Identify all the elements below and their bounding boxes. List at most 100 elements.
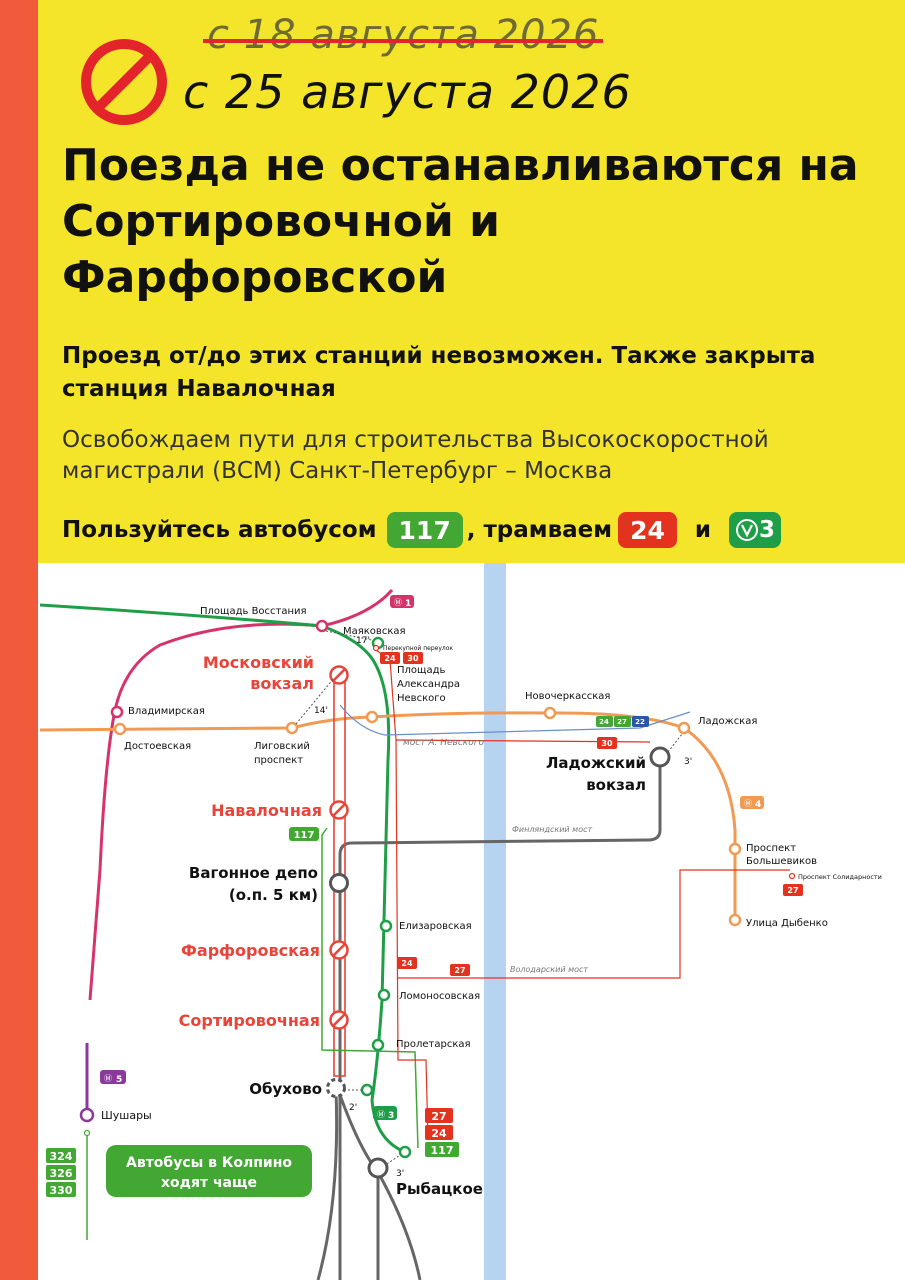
notice-header	[38, 0, 905, 563]
label-ligovsky-1: Лиговский	[254, 741, 310, 752]
route-117-number: 117	[294, 830, 315, 841]
metro-line-4-number: 4	[755, 800, 761, 810]
label-ploshchad-vosstaniya: Площадь Восстания	[200, 606, 307, 617]
station-vladimirskaya	[110, 705, 124, 719]
metro-number: 3	[758, 517, 775, 543]
old-date-text: с 18 августа 2026	[207, 12, 600, 58]
route-badge-326: 326	[46, 1165, 76, 1180]
station-dostoevskaya	[113, 722, 127, 736]
station-ladozhskaya	[677, 721, 691, 735]
walk-time-2: 2'	[349, 1103, 357, 1113]
headline: Поезда не останавливаются на Сортировочн…	[62, 140, 859, 303]
closed-station-moskovsky	[329, 665, 349, 685]
label-bridge-volodarsky: Володарский мост	[510, 965, 588, 974]
label-vladimirskaya: Владимирская	[128, 706, 205, 717]
metro-line-1-number: 1	[405, 599, 411, 609]
label-rybatskoe: Рыбацкое	[396, 1180, 483, 1198]
label-nevskogo-3: Невского	[397, 693, 446, 704]
station-ligovsky	[285, 721, 299, 735]
transport-prefix: Пользуйтесь автобусом	[62, 517, 377, 543]
label-farforovskaya: Фарфоровская	[181, 941, 320, 960]
metro-badge-line-4: Ⓜ 4	[740, 796, 764, 810]
label-elizarovskaya: Елизаровская	[399, 921, 472, 932]
station-novocherkasskaya	[543, 706, 557, 720]
metro-line-1	[88, 589, 394, 1001]
route-27-number: 27	[454, 966, 465, 975]
label-nevskogo-2: Александра	[397, 679, 460, 690]
station-obukhovo-rail	[326, 1078, 346, 1098]
station-mayakovskaya	[315, 619, 329, 633]
label-ligovsky-2: проспект	[254, 755, 303, 766]
route-badge-330: 330	[46, 1182, 76, 1197]
station-shushary	[79, 1107, 95, 1123]
station-ladozhsky-rail	[649, 746, 671, 768]
railway-left-branch	[316, 1089, 339, 1280]
station-obukhovo-metro	[360, 1083, 374, 1097]
route-badge-27-mid: 27	[450, 964, 470, 976]
bus-badge: 117	[386, 512, 463, 548]
station-ulitsa-dybenko	[728, 913, 742, 927]
metro-m-icon: Ⓜ	[377, 1110, 385, 1119]
label-lomonosovskaya: Ломоносовская	[399, 991, 480, 1002]
kolpino-note-line-2: ходят чаще	[161, 1175, 257, 1191]
route-24-number: 24	[599, 718, 609, 726]
walk-time-3-rybatskoe: 3'	[396, 1169, 404, 1179]
stop-solidarnosti	[788, 872, 796, 880]
new-date: с 25 августа 2026	[183, 65, 632, 119]
label-bolshevikov-2: Большевиков	[746, 856, 817, 867]
route-badge-117-mid: 117	[289, 827, 319, 841]
tram-badge: 24	[618, 512, 677, 548]
station-lomonosovskaya	[377, 988, 391, 1002]
reason-text: Освобождаем пути для строительства Высок…	[62, 427, 769, 484]
metro-badge-line-1: Ⓜ 1	[390, 595, 414, 609]
metro-icon	[735, 519, 758, 541]
route-badge-117-ryb: 117	[425, 1142, 459, 1157]
tram-route-27	[398, 869, 790, 979]
route-27-number: 27	[431, 1110, 446, 1123]
route-badge-24-left: 24	[397, 957, 417, 969]
route-badge-27-nov: 27	[614, 716, 631, 727]
metro-badge: 3	[728, 512, 781, 548]
walk-path-rybatskoe	[386, 1154, 401, 1165]
label-obukhovo: Обухово	[249, 1080, 322, 1098]
left-accent-strip	[0, 0, 38, 1280]
no-entry-icon	[81, 39, 167, 125]
route-24-number: 24	[401, 959, 413, 968]
stop-perekupnoy	[372, 644, 380, 652]
label-ladozhskaya: Ладожская	[698, 716, 757, 727]
railway-ladozhsky-branch	[338, 757, 662, 1280]
metro-badge-line-3: Ⓜ 3	[373, 1106, 397, 1121]
label-mayakovskaya: Маяковская	[343, 626, 406, 637]
walk-time-14: 14'	[314, 706, 328, 716]
label-perekupnoy: Перекупной переулок	[383, 645, 453, 652]
label-ladozhsky-1: Ладожский	[546, 754, 646, 772]
route-badge-30-mid: 30	[597, 737, 617, 749]
label-moskovsky-2: вокзал	[250, 674, 314, 693]
route-326-number: 326	[50, 1167, 73, 1180]
metro-line-3-number: 3	[388, 1111, 394, 1121]
station-rybatskoe-rail	[367, 1157, 389, 1179]
walk-time-3-ladozhsky: 3'	[684, 757, 692, 767]
transport-and: и	[694, 517, 711, 543]
subheadline: Проезд от/до этих станций невозможен. Та…	[62, 343, 816, 402]
transport-mid: , трамваем	[466, 517, 613, 543]
route-117-number: 117	[431, 1144, 454, 1157]
route-330-number: 330	[50, 1184, 73, 1197]
route-badge-24-nov: 24	[596, 716, 613, 727]
label-navalochnaya: Навалочная	[211, 801, 322, 820]
label-dostoevskaya: Достоевская	[124, 741, 191, 752]
label-dybenko: Улица Дыбенко	[746, 918, 828, 929]
neva-river	[484, 563, 506, 1280]
label-proletarskaya: Пролетарская	[396, 1039, 471, 1050]
route-badge-30-top: 30	[403, 652, 423, 664]
label-ladozhsky-2: вокзал	[586, 776, 646, 794]
metro-stations	[79, 619, 796, 1159]
station-prospekt-bolshevikov	[728, 842, 742, 856]
label-nevskogo-1: Площадь	[397, 665, 445, 676]
old-date: с 18 августа 2026	[203, 12, 604, 58]
metro-line-5-number: 5	[116, 1075, 122, 1085]
label-bridge-nevskogo: мост А. Невского	[403, 738, 484, 748]
route-badge-27-ryb: 27	[425, 1108, 453, 1123]
bus-route-nevsky	[339, 704, 691, 736]
station-proletarskaya	[371, 1038, 385, 1052]
